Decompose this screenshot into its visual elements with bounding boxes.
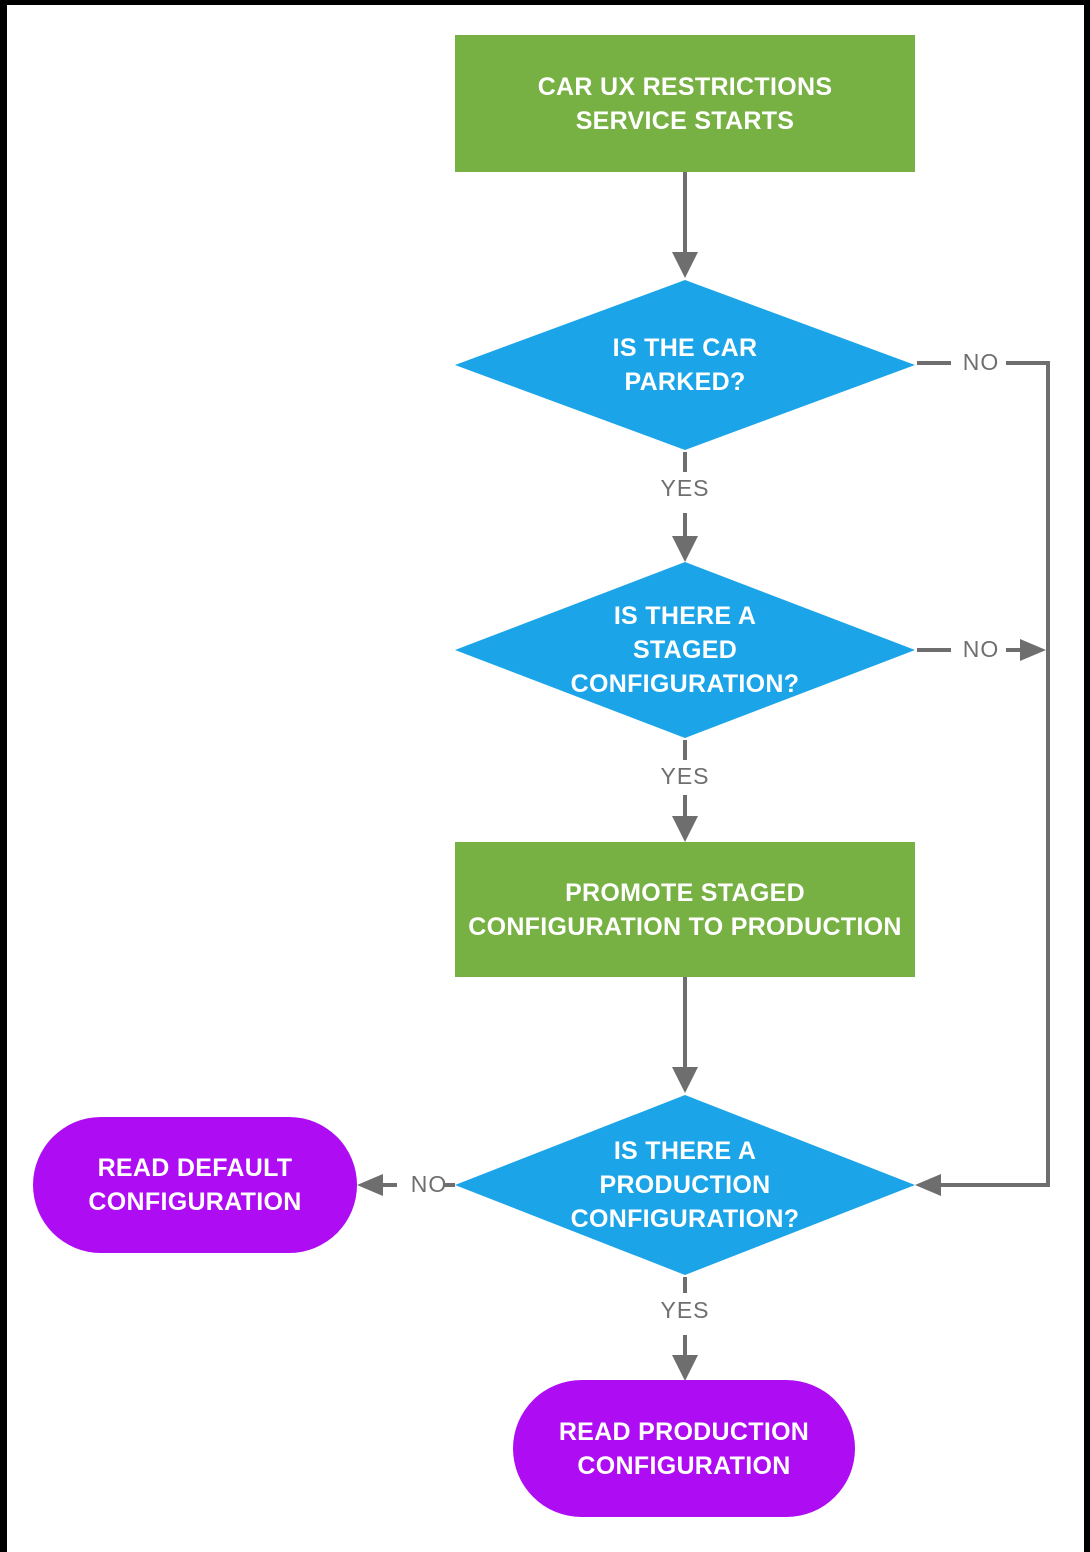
edge-label-parked-no: NO (962, 349, 1000, 375)
connector-promote-to-production (683, 977, 687, 1067)
node-read-default-label: READ DEFAULT CONFIGURATION (88, 1154, 302, 1216)
arrowhead-down-icon (672, 816, 698, 842)
decision-production-configuration: IS THERE A PRODUCTION CONFIGURATION? (455, 1095, 915, 1275)
node-read-default: READ DEFAULT CONFIGURATION (33, 1117, 357, 1253)
arrowhead-right-icon (1020, 639, 1046, 661)
arrowhead-down-icon (672, 1355, 698, 1381)
arrowhead-down-icon (672, 252, 698, 278)
connector-staged-no-seg1 (917, 648, 951, 652)
connector-parked-no-seg2 (1006, 361, 1050, 365)
edge-label-staged-no: NO (962, 636, 1000, 662)
connector-production-yes-shaft (683, 1335, 687, 1357)
decision-production-configuration-label: IS THERE A PRODUCTION CONFIGURATION? (570, 1137, 800, 1233)
connector-production-yes-stub (683, 1277, 687, 1293)
edge-label-staged-yes: YES (660, 763, 710, 789)
connector-no-return-horizontal (941, 1183, 1050, 1187)
arrowhead-down-icon (672, 536, 698, 562)
arrowhead-down-icon (672, 1067, 698, 1093)
connector-staged-yes-shaft (683, 795, 687, 817)
arrowhead-left-icon (915, 1174, 941, 1196)
arrowhead-left-icon (357, 1174, 383, 1196)
edge-label-production-no: NO (410, 1171, 448, 1197)
connector-staged-no-seg2 (1006, 648, 1022, 652)
decision-staged-configuration-label: IS THERE A STAGED CONFIGURATION? (570, 602, 800, 698)
connector-no-vertical (1046, 361, 1050, 1187)
node-promote-staged-label: PROMOTE STAGED CONFIGURATION TO PRODUCTI… (468, 878, 902, 941)
node-promote-staged: PROMOTE STAGED CONFIGURATION TO PRODUCTI… (455, 842, 915, 977)
decision-staged-configuration: IS THERE A STAGED CONFIGURATION? (455, 562, 915, 738)
node-read-production-label: READ PRODUCTION CONFIGURATION (558, 1417, 810, 1480)
decision-is-car-parked-label: IS THE CAR PARKED? (612, 334, 758, 396)
connector-staged-yes-stub (683, 740, 687, 760)
edge-label-production-yes: YES (660, 1297, 710, 1323)
connector-start-to-parked (683, 172, 687, 252)
connector-production-no-stub-right (443, 1183, 455, 1187)
connector-production-no-stub-left (383, 1183, 397, 1187)
edge-label-parked-yes: YES (660, 475, 710, 501)
node-service-starts-label: CAR UX RESTRICTIONS SERVICE STARTS (537, 72, 833, 135)
connector-parked-no-seg1 (917, 361, 951, 365)
decision-is-car-parked: IS THE CAR PARKED? (455, 280, 915, 450)
node-service-starts: CAR UX RESTRICTIONS SERVICE STARTS (455, 35, 915, 172)
node-read-production: READ PRODUCTION CONFIGURATION (513, 1380, 855, 1517)
connector-parked-yes-stub (683, 452, 687, 472)
connector-parked-yes-shaft (683, 513, 687, 539)
